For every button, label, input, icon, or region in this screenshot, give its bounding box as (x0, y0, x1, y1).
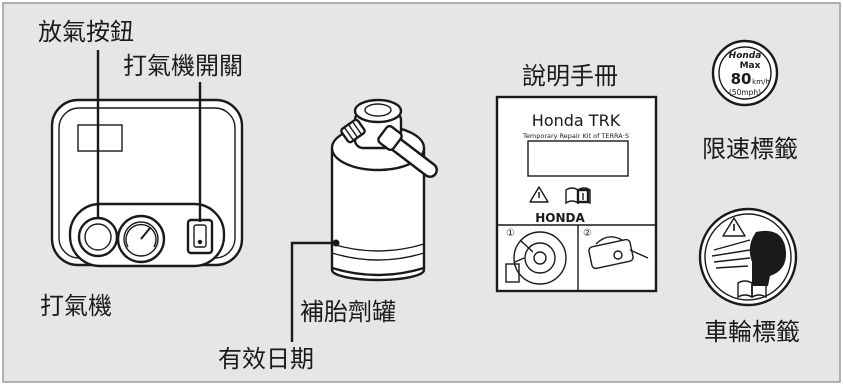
manual-brand: HONDA (535, 211, 585, 225)
pressure-gauge-icon (116, 214, 166, 264)
speed-badge-inner (718, 46, 772, 100)
label-wheel-label: 車輪標籤 (704, 318, 800, 346)
sealant-bottle-illustration (330, 98, 438, 282)
bottle-valve (340, 118, 366, 144)
label-expiry-date: 有效日期 (218, 345, 314, 373)
compressor-display-window (77, 124, 123, 152)
compressor-sketch-icon (588, 236, 649, 270)
speed-badge-outer (711, 39, 779, 107)
leader-expiry-date (290, 241, 336, 342)
book-info-icon (737, 280, 767, 299)
book-info-icon (565, 187, 591, 205)
speed-badge-value: 80 (731, 70, 752, 88)
bottle-hose (377, 124, 438, 178)
label-inflate-switch: 打氣機開關 (123, 52, 243, 80)
label-manual: 說明手冊 (522, 62, 618, 90)
speed-badge-brand: Honda (729, 51, 762, 61)
head-silhouette-icon (749, 230, 787, 286)
warning-triangle-icon (722, 217, 746, 237)
speed-badge-mph: (50mph) (729, 88, 761, 97)
label-speed-label: 限速標籤 (702, 135, 798, 163)
wheel-warning-label (698, 207, 798, 307)
warning-triangle-icon (529, 186, 549, 203)
leader-lines (96, 50, 336, 342)
manual-card: Honda TRK Temporary Repair Kit of TERRA·… (495, 95, 658, 293)
speed-badge-unit: km/h (752, 78, 770, 86)
speed-limit-badge: Honda Max 80 km/h (50mph) (711, 39, 779, 107)
expiry-date-marker (332, 239, 340, 247)
manual-blank-panel (527, 140, 629, 177)
manual-step-1: ① (506, 228, 515, 239)
spray-lines-icon (711, 239, 751, 269)
wheel-label-inner (704, 213, 792, 301)
bottle-body (330, 148, 426, 277)
release-button (84, 223, 112, 251)
label-compressor: 打氣機 (40, 292, 112, 320)
wheel-sketch-icon (513, 231, 567, 285)
mini-manual-icon (505, 263, 520, 283)
label-release-button: 放氣按鈕 (38, 18, 134, 46)
manual-subtitle: Temporary Repair Kit of TERRA·S (522, 132, 629, 140)
label-sealant-bottle: 補胎劑罐 (300, 298, 396, 326)
compressor-illustration (50, 98, 244, 268)
speed-badge-max: Max (740, 61, 761, 71)
manual-step-2: ② (583, 228, 592, 239)
manual-title: Honda TRK (532, 111, 621, 130)
power-switch-icon (186, 218, 214, 255)
